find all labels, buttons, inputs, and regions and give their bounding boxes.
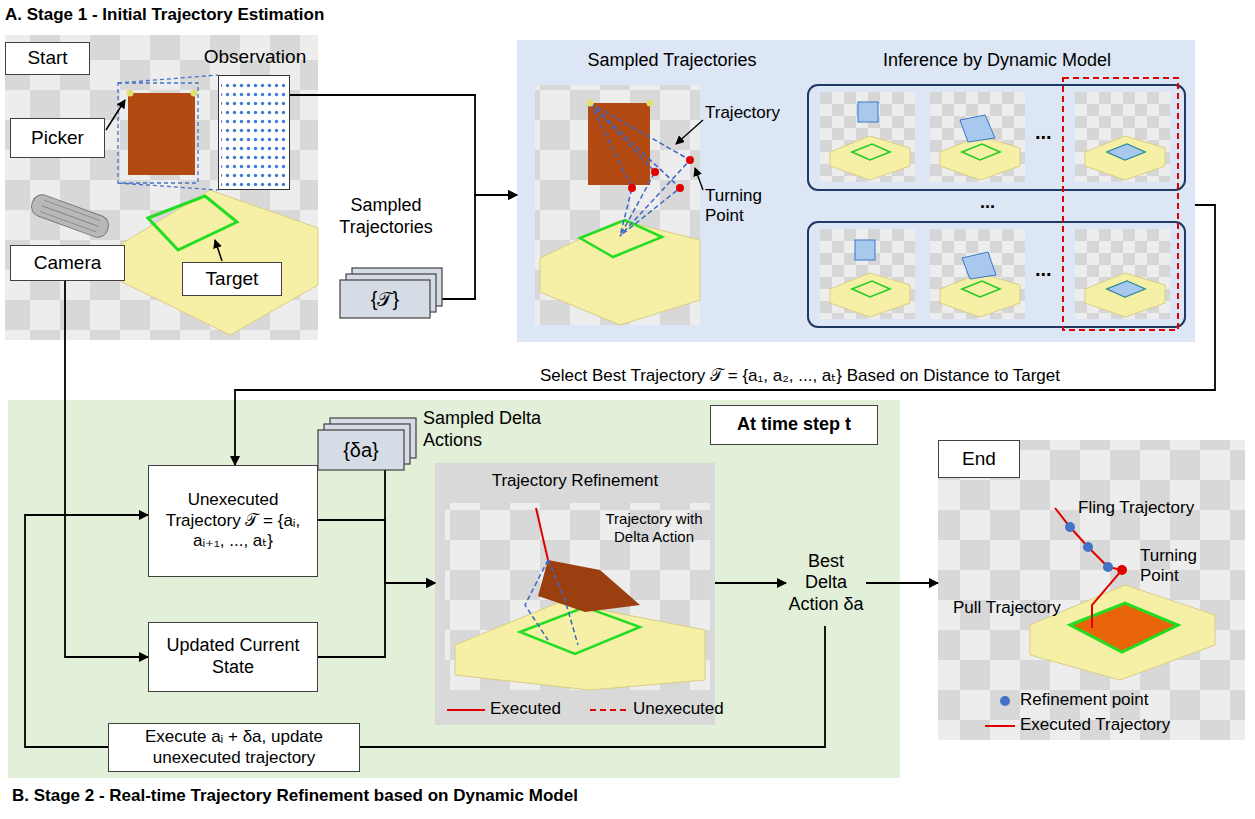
end-box: End — [938, 440, 1020, 478]
node-text: Sampled Delta Actions — [423, 408, 558, 451]
time-step-box: At time step t — [710, 405, 878, 445]
target-label-box: Target — [182, 262, 282, 296]
node-text: {𝒯} — [340, 280, 430, 318]
connector — [360, 626, 825, 747]
card — [318, 430, 404, 470]
connector — [65, 281, 148, 657]
node-text: B. Stage 2 - Real-time Trajectory Refine… — [12, 786, 812, 806]
start-scene — [5, 35, 318, 340]
connector — [385, 470, 435, 583]
observation-box: Observation — [218, 75, 290, 190]
label-text: ... — [1035, 257, 1065, 281]
node-text: End — [962, 448, 996, 471]
inference-panel-art — [517, 40, 1195, 342]
connector — [318, 520, 435, 583]
node-text: Trajectory Refinement — [435, 471, 715, 491]
node-text: Best Delta Action δa — [787, 551, 865, 616]
connector — [715, 582, 786, 584]
node-text: At time step t — [737, 414, 851, 436]
node-text: Camera — [34, 252, 102, 275]
picker-label-box: Picker — [10, 118, 105, 158]
label-text: ... — [1035, 120, 1065, 144]
current-state-box: Updated Current State — [148, 622, 318, 692]
label-text: Turning Point — [705, 186, 785, 227]
camera-label-box: Camera — [10, 245, 125, 281]
node-text: Pull Trajectory — [953, 598, 1073, 618]
edge-label: Select Best Trajectory 𝒯 = {a₁, a₂, ...,… — [537, 366, 1063, 386]
card — [340, 280, 430, 318]
node-text: Fling Trajectory — [1078, 498, 1218, 518]
node-text: Execute aᵢ + δa, update unexecuted traje… — [114, 727, 354, 768]
label-text: A. Stage 1 - Initial Trajectory Estimati… — [5, 5, 525, 25]
label-text: Trajectory — [705, 103, 795, 123]
refinement-panel-art — [8, 400, 900, 778]
trajectory-refinement-panel: Trajectory Refinement — [435, 463, 715, 725]
legend-text: Refinement point — [1020, 690, 1149, 710]
connector — [290, 95, 517, 195]
node-text: {δa} — [318, 430, 404, 470]
label-text: Trajectory with Delta Action — [598, 510, 710, 546]
unexecuted-trajectory-box: Unexecuted Trajectory 𝒯 = {aᵢ, aᵢ₊₁, ...… — [148, 465, 318, 577]
node-text: Observation — [195, 46, 315, 69]
inference-panel: Sampled Trajectories Inference by Dynamic… — [517, 40, 1195, 342]
label-text: ... — [980, 192, 1010, 214]
node-text: Picker — [31, 127, 84, 150]
trajectory-stack: Sampled Trajectories {𝒯} — [330, 195, 442, 320]
node-text: Target — [206, 268, 259, 291]
legend-text: Executed Trajectory — [1020, 715, 1170, 735]
end-scene — [938, 440, 1245, 740]
connector — [866, 582, 938, 584]
node-text: Updated Current State — [154, 635, 312, 678]
node-text: Sampled Trajectories — [557, 50, 787, 72]
connector — [318, 583, 435, 657]
legend-text: Unexecuted — [633, 699, 724, 719]
refinement-stage-panel: B. Stage 2 - Real-time Trajectory Refine… — [8, 400, 900, 778]
connector — [442, 195, 517, 299]
connector — [235, 205, 1215, 465]
node-text: Unexecuted Trajectory 𝒯 = {aᵢ, aᵢ₊₁, ...… — [154, 490, 312, 551]
node-text: Start — [27, 47, 67, 70]
node-text: Turning Point — [1140, 546, 1215, 587]
delta-action-stack: Sampled Delta Actions {δa} — [318, 408, 568, 470]
node-text: Inference by Dynamic Model — [847, 50, 1147, 72]
best-delta-action: Best Delta Action δa — [786, 540, 866, 626]
legend-text: Executed — [490, 699, 561, 719]
connector — [25, 515, 148, 747]
node-text: Sampled Trajectories — [330, 195, 442, 238]
start-box: Start — [5, 42, 90, 75]
execute-box: Execute aᵢ + δa, update unexecuted traje… — [108, 723, 360, 772]
